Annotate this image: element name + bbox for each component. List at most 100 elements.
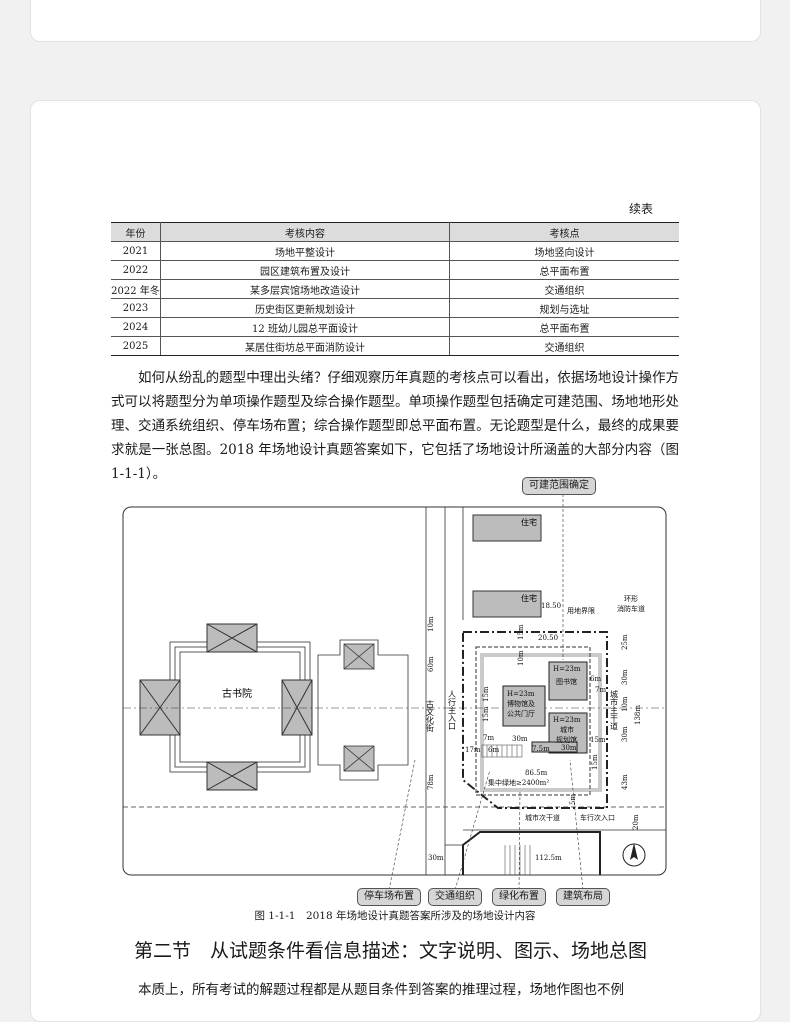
label-78m: 78m	[427, 774, 435, 790]
table-header-content: 考核内容	[160, 222, 450, 242]
table-header-point: 考核点	[449, 222, 679, 242]
label-huanxing-2: 消防车道	[617, 604, 645, 613]
label-chengshicigan: 城市次干道	[525, 813, 560, 822]
gushuyuan-buildings	[139, 623, 313, 791]
leader-lines	[388, 494, 584, 891]
label-chengshizhugan: 城市主干道	[610, 690, 619, 731]
site-boundary	[462, 631, 608, 809]
label-7m-a: 7m	[483, 734, 494, 742]
tag-parking-layout: 停车场布置	[357, 888, 421, 906]
table-cell: 园区建筑布置及设计	[160, 260, 450, 280]
label-yongdi: 用地界限	[567, 606, 595, 615]
table-cell: 某多层宾馆场地改造设计	[160, 279, 450, 299]
table-row: 2022 年冬某多层宾馆场地改造设计交通组织	[111, 279, 679, 299]
table-cell: 交通组织	[449, 279, 679, 299]
label-bowuguan-2: 公共门厅	[507, 709, 535, 718]
label-tushuguan: 图书馆	[556, 677, 577, 686]
label-10m: 10m	[427, 616, 435, 632]
table-cell: 2022	[111, 260, 161, 280]
table-header-year: 年份	[111, 222, 161, 242]
middle-pavilion	[317, 639, 409, 781]
label-10m-r: 10m	[621, 696, 629, 712]
site-plan-figure: 古书院 住宅 住宅	[122, 494, 667, 891]
road-lines	[123, 507, 666, 875]
table-cell: 2025	[111, 336, 161, 356]
label-30m-r2: 30m	[621, 726, 629, 742]
label-5m: 5m	[569, 794, 577, 805]
label-43m: 43m	[621, 774, 629, 790]
label-60m: 60m	[427, 656, 435, 672]
table-cell: 12 班幼儿园总平面设计	[160, 317, 450, 337]
label-15m-e: 15m	[591, 754, 599, 770]
label-10m-b: 10m	[517, 650, 525, 666]
residence-blocks	[472, 514, 542, 618]
section-title: 第二节 从试题条件看信息描述：文字说明、图示、场地总图	[134, 940, 648, 962]
table-cell: 2021	[111, 241, 161, 261]
label-15m-d: 15m	[590, 736, 606, 744]
label-17m: 17m	[465, 746, 481, 754]
body-paragraph: 本质上，所有考试的解题过程都是从题目条件到答案的推理过程，场地作图也不例	[138, 982, 624, 998]
table-cell: 2023	[111, 298, 161, 318]
label-6m: 6m	[488, 746, 499, 754]
table-cell: 规划与选址	[449, 298, 679, 318]
label-huanxing-1: 环形	[624, 595, 638, 603]
label-1850: 18.50	[541, 602, 561, 610]
table-cell: 2024	[111, 317, 161, 337]
table-cell: 场地平整设计	[160, 241, 450, 261]
label-75: 7.5m	[532, 745, 550, 753]
label-1125: 112.5m	[535, 854, 562, 862]
previous-page-card	[30, 0, 761, 42]
intro-paragraph: 如何从纷乱的题型中理出头绪？仔细观察历年真题的考核点可以看出，依据场地设计操作方…	[111, 370, 679, 482]
label-bowuguan-h: H=23m	[507, 690, 535, 698]
label-138m: 138m	[634, 705, 642, 725]
label-chexing: 车行次入口	[580, 813, 615, 822]
table-cell: 总平面布置	[449, 317, 679, 337]
buildable-range	[475, 646, 591, 796]
north-arrow-icon	[622, 843, 646, 867]
tag-traffic-organization: 交通组织	[428, 888, 482, 906]
lower-block	[462, 831, 601, 875]
label-chengshi-2: 规划馆	[556, 735, 577, 744]
label-6m-b: 6m	[590, 675, 601, 683]
table-cell: 场地竖向设计	[449, 241, 679, 261]
figure-caption: 图 1-1-1 2018 年场地设计真题答案所涉及的场地设计内容	[254, 910, 536, 922]
label-15m-b: 15m	[482, 686, 490, 702]
label-25m: 25m	[621, 634, 629, 650]
label-15m-c: 15m	[482, 706, 490, 722]
gushuyuan-label: 古书院	[222, 687, 252, 700]
label-20m: 20m	[632, 814, 640, 830]
label-chengshi-h: H=23m	[553, 716, 581, 724]
table-header-row: 年份 考核内容 考核点	[111, 222, 679, 242]
label-jizhong: 集中绿地≥2400m²	[488, 778, 549, 787]
tag-building-layout: 建筑布局	[556, 888, 610, 906]
label-30m-a: 30m	[512, 735, 528, 743]
zhuzhai-label-1: 住宅	[521, 517, 537, 527]
site-buildings	[502, 661, 588, 754]
label-bowuguan-1: 博物馆及	[507, 699, 535, 708]
table-cell: 交通组织	[449, 336, 679, 356]
table-cell: 某居住街坊总平面消防设计	[160, 336, 450, 356]
label-tushuguan-h: H=23m	[553, 665, 581, 673]
table-cell: 2022 年冬	[111, 279, 161, 299]
tag-green-layout: 绿化布置	[492, 888, 546, 906]
zhuzhai-label-2: 住宅	[521, 593, 537, 603]
label-865: 86.5m	[525, 769, 548, 777]
tag-buildable-range: 可建范围确定	[522, 477, 596, 495]
label-guwenhuajie: 古文化街	[426, 699, 435, 733]
label-15m-a: 15m	[517, 624, 525, 640]
table-cell: 历史街区更新规划设计	[160, 298, 450, 318]
label-2050: 20.50	[538, 634, 558, 642]
label-7m-b: 7m	[595, 686, 606, 694]
label-30m-r1: 30m	[621, 669, 629, 685]
table-cell: 总平面布置	[449, 260, 679, 280]
table-continued-label: 续表	[629, 202, 654, 216]
label-chengshi-1: 城市	[560, 725, 574, 734]
label-30m-b: 30m	[561, 744, 577, 752]
label-30m-left: 30m	[428, 854, 444, 862]
